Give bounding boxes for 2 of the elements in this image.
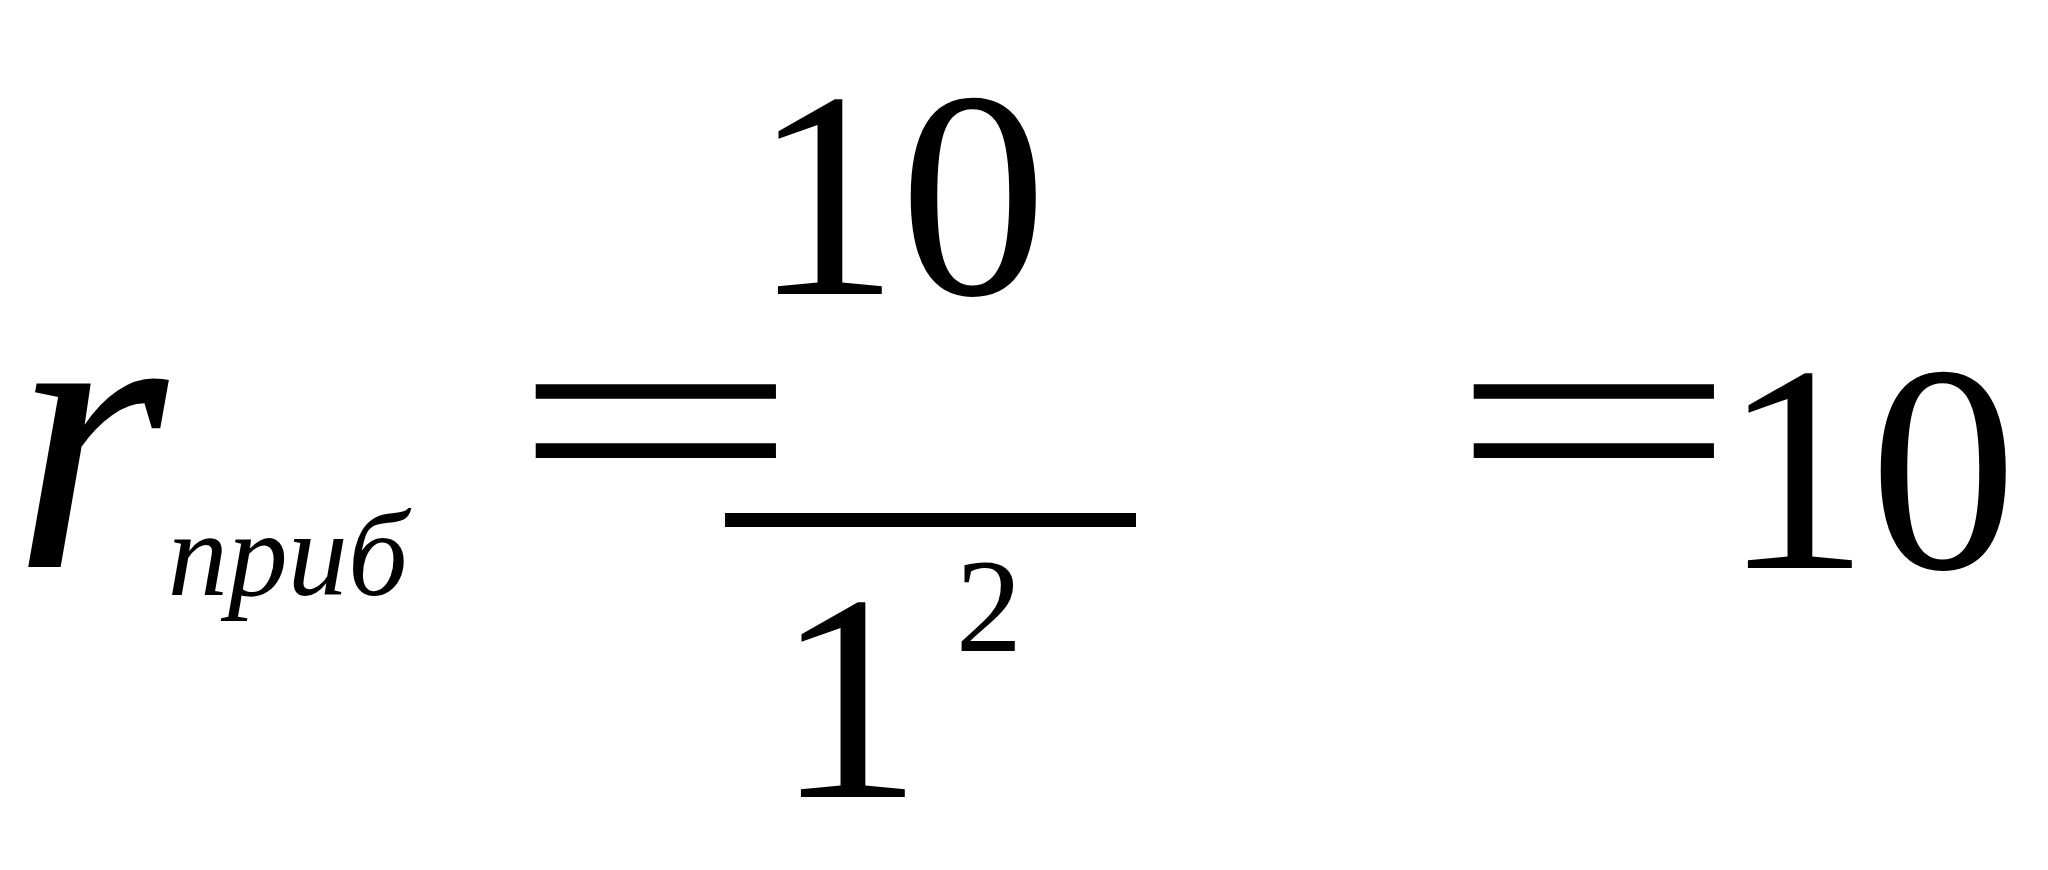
fraction-bar (725, 513, 1136, 527)
denominator: 1$^{2}$ (775, 550, 1023, 845)
